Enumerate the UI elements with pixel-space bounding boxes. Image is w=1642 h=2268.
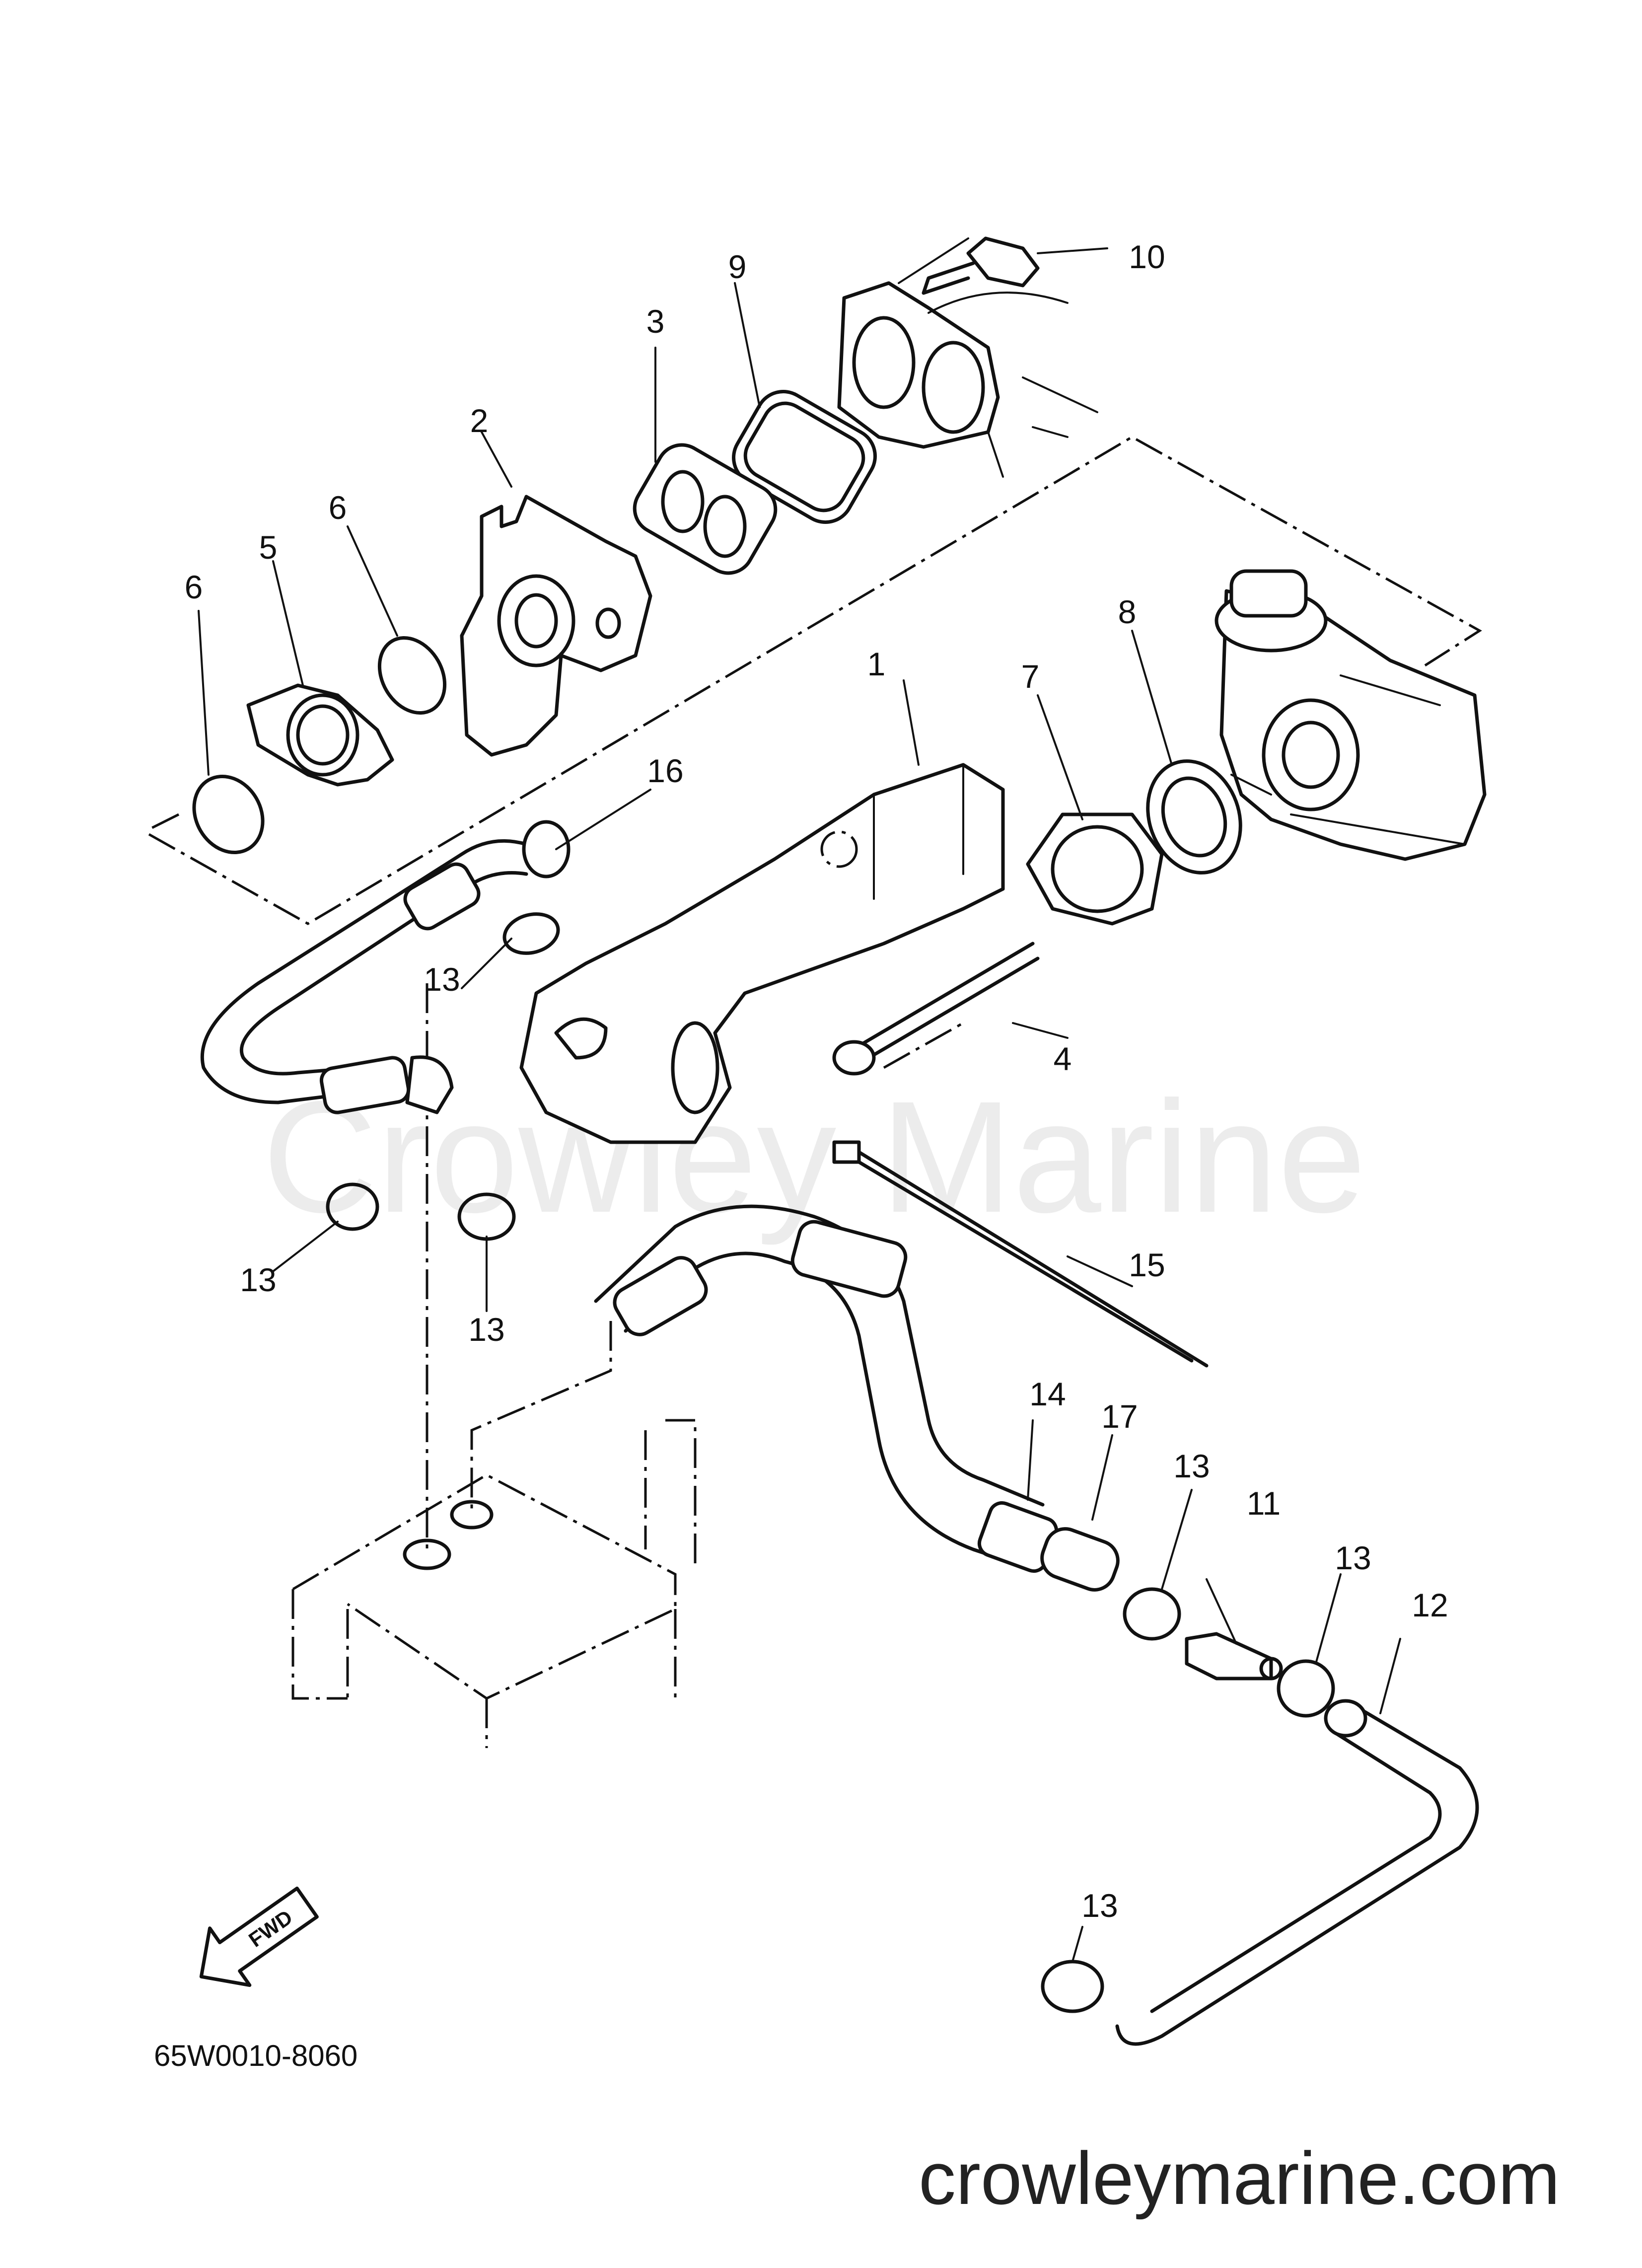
part-joint-2 (460, 495, 652, 757)
callout-13-d: 13 (1173, 1448, 1210, 1484)
callout-1: 1 (867, 646, 886, 682)
callout-3: 3 (646, 303, 665, 340)
callout-11: 11 (1247, 1485, 1281, 1522)
callout-13-c: 13 (468, 1311, 504, 1348)
part-fitting-11 (1185, 1632, 1283, 1681)
part-bolt-10 (922, 236, 1108, 295)
callout-14: 14 (1029, 1376, 1066, 1412)
fwd-arrow-icon: FWD (199, 1887, 319, 1987)
callout-6-lower: 6 (185, 569, 203, 605)
callout-13-f: 13 (1081, 1887, 1118, 1924)
part-manifold-flange (837, 237, 1098, 478)
part-silencer-1 (519, 763, 1005, 1144)
callout-16: 16 (647, 752, 683, 789)
part-carburetor (1214, 569, 1487, 861)
callout-5: 5 (259, 529, 278, 566)
callout-7: 7 (1021, 658, 1040, 695)
callout-13-e: 13 (1335, 1539, 1371, 1576)
part-main-hose (594, 1204, 1120, 1592)
part-bolt-4 (832, 942, 1040, 1076)
website-url: crowleymarine.com (919, 2136, 1560, 2220)
callout-12: 12 (1412, 1587, 1448, 1623)
part-cable-tie-15 (832, 1140, 1209, 1368)
part-gasket-9 (732, 390, 877, 524)
leader-lines (198, 282, 1401, 1963)
part-spacer-3 (633, 443, 778, 575)
callout-labels: 1 2 3 4 5 6 6 7 8 9 10 11 12 13 13 13 13… (185, 238, 1448, 1924)
part-ring-8 (1146, 759, 1242, 875)
part-flange-5 (246, 683, 394, 787)
callout-15: 15 (1129, 1246, 1165, 1283)
callout-2: 2 (470, 402, 489, 439)
callout-4: 4 (1054, 1040, 1072, 1077)
reference-frame-line (148, 436, 1482, 925)
callout-17: 17 (1101, 1398, 1138, 1435)
part-engine-block (291, 1419, 697, 1748)
callout-9: 9 (728, 248, 747, 285)
callout-6-upper: 6 (329, 489, 347, 526)
part-left-hose (200, 820, 571, 1114)
part-hose-12 (1115, 1699, 1479, 2046)
callout-13-a: 13 (424, 961, 460, 998)
part-oring-6-lower (192, 774, 265, 855)
callout-10: 10 (1129, 238, 1165, 275)
diagram-code: 65W0010-8060 (154, 2039, 357, 2072)
part-flange-7 (1026, 812, 1164, 926)
callout-13-b: 13 (240, 1261, 276, 1298)
part-oring-6-upper (377, 636, 447, 715)
callout-8: 8 (1118, 593, 1137, 630)
